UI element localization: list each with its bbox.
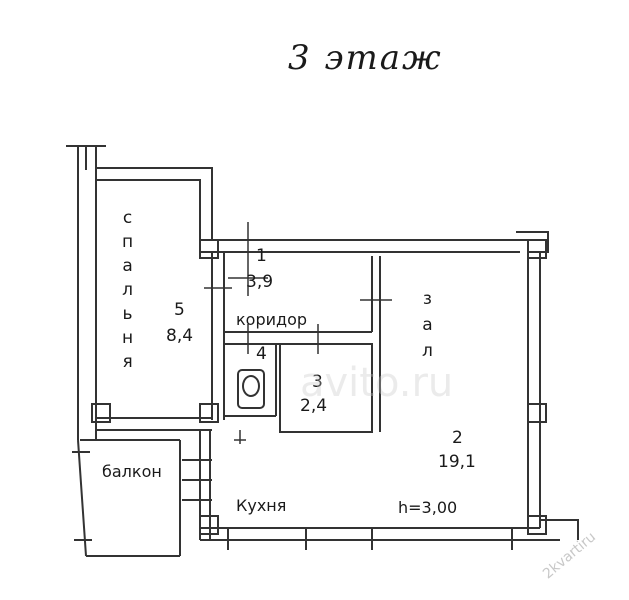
bedroom-letter: п — [122, 232, 134, 252]
room-2-number: 2 — [452, 428, 463, 448]
bedroom-letter: л — [122, 280, 133, 300]
wall — [77, 439, 181, 557]
room-3-area: 2,4 — [300, 396, 328, 416]
wall — [527, 252, 541, 528]
hall-letter: л — [422, 341, 433, 361]
room-5-area: 8,4 — [166, 326, 194, 346]
bedroom-letter: я — [122, 352, 133, 372]
hall-letter: з — [422, 289, 432, 309]
floor-title: 3 этаж — [288, 38, 443, 78]
room-3-number: 3 — [312, 372, 323, 392]
wall — [77, 146, 97, 440]
wall — [200, 239, 528, 253]
wall — [200, 527, 560, 541]
wall — [516, 231, 549, 253]
bedroom-letter: ь — [122, 304, 133, 324]
wall — [72, 451, 92, 541]
room-4-number: 4 — [256, 344, 267, 364]
bedroom-label: с п а л ь н я — [122, 206, 133, 374]
wall — [199, 430, 211, 540]
wall — [540, 519, 579, 540]
kitchen-label: Кухня — [236, 496, 287, 515]
room-5-number: 5 — [174, 300, 185, 320]
wall — [96, 417, 212, 431]
hall-letter: а — [422, 315, 433, 335]
hall-label: з а л — [422, 286, 433, 364]
room-2-area: 19,1 — [438, 452, 476, 472]
ceiling-height-label: h=3,00 — [398, 498, 458, 517]
bedroom-letter: а — [122, 256, 133, 276]
watermark-center: avito.ru — [300, 360, 454, 406]
wall — [224, 344, 277, 417]
wall — [66, 145, 106, 170]
balcony-label: балкон — [102, 462, 162, 481]
room-1-number: 1 — [256, 246, 267, 266]
wall — [96, 167, 213, 246]
wall — [182, 459, 212, 501]
wall — [224, 343, 373, 433]
wall — [227, 528, 513, 550]
bedroom-letter: н — [122, 328, 134, 348]
wall — [211, 252, 225, 420]
room-1-area: 3,9 — [246, 272, 274, 292]
corridor-label: коридор — [236, 310, 308, 329]
bedroom-letter: с — [122, 208, 133, 228]
